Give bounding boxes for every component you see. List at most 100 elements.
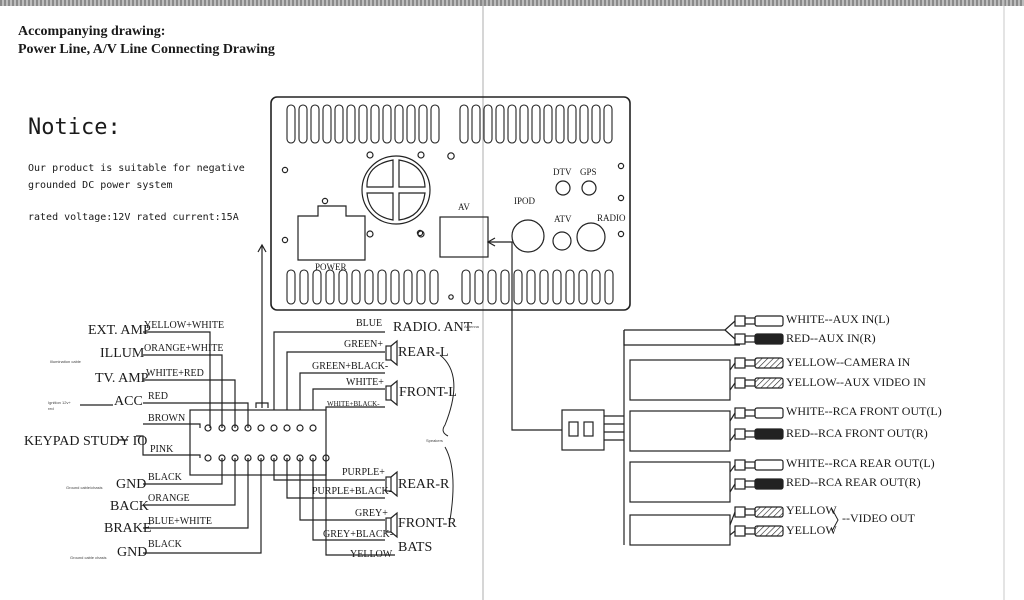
wire-label: GREEN+BLACK-	[312, 361, 389, 372]
wire-red	[143, 402, 249, 428]
rca-label: RED--RCA FRONT OUT(R)	[786, 426, 928, 440]
power-socket	[297, 205, 366, 261]
wire-label: RED	[148, 391, 168, 402]
rca-label: RED--AUX IN(R)	[786, 331, 876, 345]
av-socket-label: AV	[458, 202, 470, 212]
rca-group-box	[629, 461, 731, 503]
wire-label: WHITE+	[346, 377, 384, 388]
top-vent-row-right	[459, 104, 613, 144]
notice-line-3: rated voltage:12V rated current:15A	[28, 212, 239, 223]
wire-white	[312, 388, 385, 410]
wire-label: GREY+BLACK-	[323, 529, 394, 540]
rca-plug-yellow	[734, 357, 784, 369]
wire-brown	[143, 423, 201, 428]
wire-blue	[273, 331, 385, 410]
notice-title: Notice:	[28, 115, 121, 140]
av-harness-plug	[561, 409, 605, 451]
rca-label: WHITE--AUX IN(L)	[786, 312, 890, 326]
ipod-socket-label: IPOD	[514, 196, 536, 206]
wire-white-black	[325, 406, 385, 410]
wire-green	[286, 351, 385, 410]
av-lead	[488, 241, 562, 431]
head-unit-back-panel	[270, 96, 631, 311]
speaker-icon	[385, 379, 398, 407]
screw-hole	[448, 294, 454, 300]
illum-label: ILLUM	[100, 346, 145, 361]
wire-yellow-white	[143, 331, 211, 428]
wire-label: PINK	[150, 444, 174, 455]
gnd-label-2: GND	[117, 545, 148, 560]
wire-label: PURPLE+BLACK-	[312, 486, 393, 497]
wire-pink	[136, 435, 201, 458]
dtv-socket	[555, 180, 571, 196]
screw-hole	[281, 166, 289, 174]
brake-label: BRAKE	[104, 521, 152, 536]
rca-plug-red	[734, 428, 784, 440]
atv-socket-label: ATV	[554, 214, 572, 224]
rca-label: YELLOW	[786, 503, 837, 517]
rca-plug-white	[734, 459, 784, 471]
wire-label: BLUE	[356, 318, 383, 329]
gnd-note-1: Ground cable/chasis	[66, 485, 103, 490]
wire-orange	[143, 458, 236, 506]
power-socket-label: POWER	[315, 262, 347, 272]
rear-r-label: REAR-R	[398, 477, 450, 492]
speaker-brace-right	[444, 446, 454, 521]
tv-amp-label: TV. AMP	[95, 371, 149, 386]
screw-hole	[617, 230, 625, 238]
speaker-icon	[385, 470, 398, 498]
gnd-note-2: Ground cable chasis	[70, 555, 107, 560]
acc-label: ACC	[114, 394, 143, 409]
rca-plug-white	[734, 315, 784, 327]
gps-socket-label: GPS	[580, 167, 597, 177]
speaker-brace-left	[439, 354, 455, 437]
wire-label: GREY+	[355, 508, 388, 519]
av-socket	[439, 216, 489, 258]
rca-label: WHITE--RCA FRONT OUT(L)	[786, 404, 942, 418]
radio-ant-label: RADIO. ANT	[393, 320, 473, 335]
wire-green-black	[299, 372, 385, 410]
acc-note-2: red	[48, 406, 54, 411]
rear-l-label: REAR-L	[398, 345, 449, 360]
connector-pins-top	[204, 424, 317, 432]
rca-plug-red	[734, 478, 784, 490]
speaker-icon	[385, 511, 398, 539]
arrow-head	[257, 243, 267, 253]
rca-group-box	[629, 514, 731, 546]
wire-label: ORANGE+WHITE	[144, 343, 224, 354]
wire-purple-black	[286, 458, 385, 499]
ipod-socket	[511, 219, 545, 253]
front-r-label: FRONT-R	[398, 516, 457, 531]
rca-label: WHITE--RCA REAR OUT(L)	[786, 456, 935, 470]
bottom-vent-row-left	[286, 269, 439, 305]
rca-plug-red	[734, 333, 784, 345]
screw-hole	[617, 162, 625, 170]
gnd-label-1: GND	[116, 477, 147, 492]
wire-label: WHITE+BLACK-	[327, 400, 380, 408]
rca-label: YELLOW	[786, 523, 837, 537]
wire-label: BLACK	[148, 472, 182, 483]
radio-socket	[576, 222, 606, 252]
scan-edge	[0, 0, 1024, 6]
arrow-head	[486, 237, 496, 247]
rca-plug-yellow	[734, 377, 784, 389]
wire-label: YELLOW	[350, 549, 393, 560]
rca-group-box	[629, 359, 731, 401]
rca-plug-yellow	[734, 506, 784, 518]
rca-plug-white	[734, 407, 784, 419]
connector-pins-bottom	[204, 454, 330, 462]
dtv-socket-label: DTV	[553, 167, 572, 177]
wire-label: ORANGE	[148, 493, 190, 504]
radio-socket-label: RADIO	[597, 213, 626, 223]
wire-label: BLACK	[148, 539, 182, 550]
speaker-icon	[385, 339, 398, 367]
wire-label: GREEN+	[344, 339, 383, 350]
wire-label: PURPLE+	[342, 467, 385, 478]
bats-label: BATS	[398, 540, 433, 555]
wire-grey-black	[312, 458, 385, 541]
wire-orange-white	[143, 354, 223, 428]
wire-label: WHITE+RED	[146, 368, 204, 379]
wire-yellow	[325, 458, 395, 556]
illum-note: Illumination cable	[50, 359, 81, 364]
